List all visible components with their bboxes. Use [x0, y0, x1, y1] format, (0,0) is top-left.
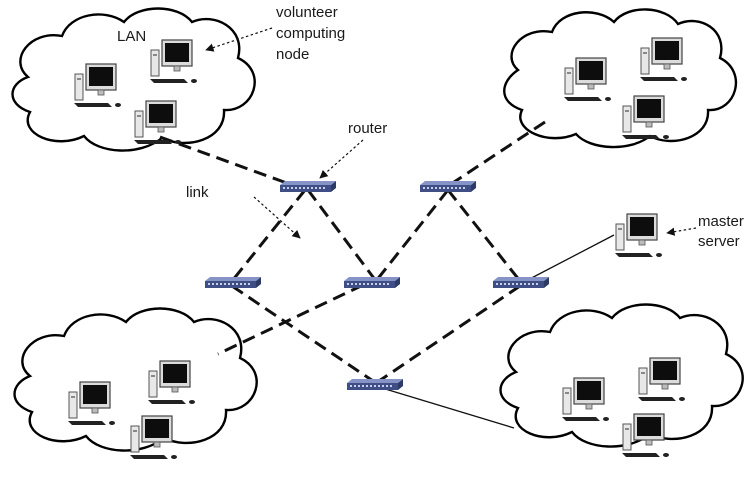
router-icon — [280, 181, 336, 192]
router-icon — [347, 379, 403, 390]
link-line — [230, 189, 307, 282]
router-icon — [493, 277, 549, 288]
link-line — [217, 283, 364, 356]
master-server-label-line: master — [698, 213, 744, 230]
lan-label: LAN — [117, 28, 146, 45]
master-server-label-line: server — [698, 233, 740, 250]
link-line — [446, 189, 522, 282]
master-server-computer-icon — [614, 213, 663, 258]
volunteer-node-arrow — [205, 27, 273, 52]
link-line — [159, 135, 296, 188]
server-link-line — [519, 234, 615, 285]
cloud-icon — [499, 303, 744, 448]
volunteer-node-label: volunteer computing node — [276, 4, 349, 63]
link-line — [306, 189, 378, 282]
cloud-icon — [11, 7, 256, 152]
volunteer-node-label-line: computing — [276, 25, 345, 42]
link-arrow — [253, 196, 301, 239]
volunteer-node-label-line: node — [276, 46, 309, 63]
master-server-arrow — [666, 227, 697, 236]
link-line — [374, 189, 450, 282]
router-icon — [420, 181, 476, 192]
router-icon — [344, 277, 400, 288]
lan-link-line — [381, 387, 515, 429]
router-label: router — [348, 120, 387, 137]
router-arrow — [319, 139, 364, 179]
link-label: link — [186, 184, 209, 201]
link-line — [375, 284, 521, 385]
volunteer-node-label-line: volunteer — [276, 4, 338, 21]
master-server-label: master server — [698, 213, 748, 250]
link-line — [231, 284, 377, 385]
router-icon — [205, 277, 261, 288]
